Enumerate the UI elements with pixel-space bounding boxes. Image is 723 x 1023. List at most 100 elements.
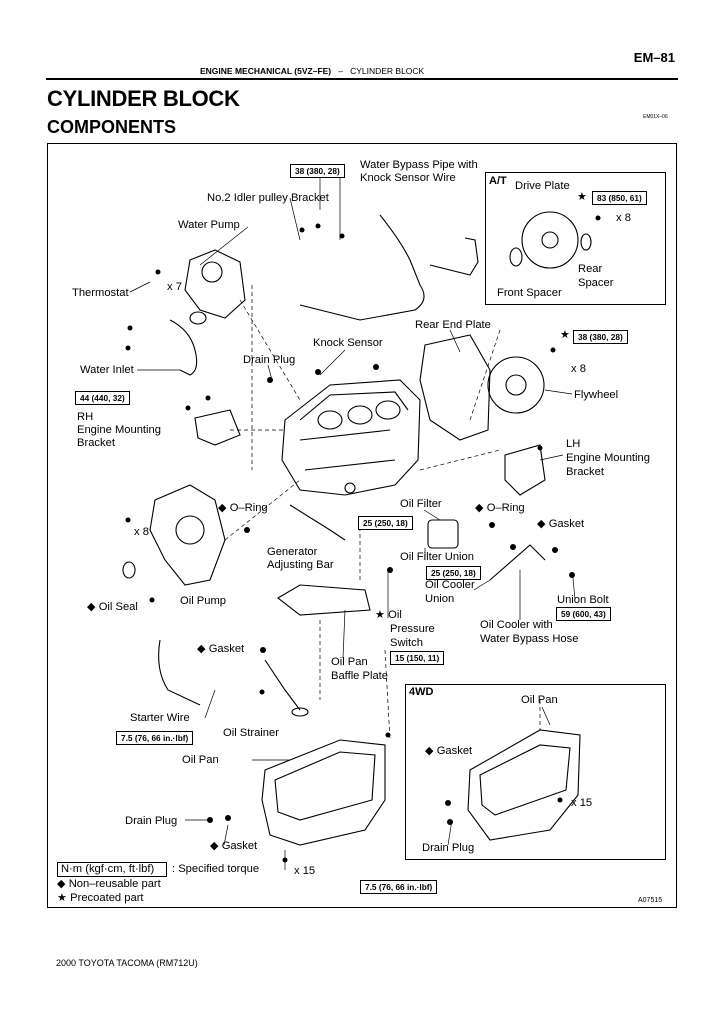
legend-precoated: ★ Precoated part [57,892,144,904]
header-rule [46,78,678,80]
label-oil-pressure-2: Pressure [390,623,435,635]
water-bypass-pipe-drawing [299,214,425,321]
legend-unit-desc: : Specified torque [172,863,260,875]
torque-union-bolt: 59 (600, 43) [556,607,611,621]
oil-seal-drawing [122,561,136,579]
oil-cooler-drawing [489,544,546,581]
lh-mount-drawing [504,444,546,496]
label-x15-bottom: x 15 [294,865,316,877]
assembly-lines [224,285,541,741]
label-water-bypass-pipe: Water Bypass Pipe with [360,159,478,171]
label-lh-mount-3: Bracket [566,466,604,478]
label-no2-idler-bracket: No.2 Idler pulley Bracket [207,192,329,204]
page-footer: 2000 TOYOTA TACOMA (RM712U) [56,958,198,968]
oil-pan-4wd-drawing [467,729,581,841]
legend-unit: N·m (kgf·cm, ft·lbf) [61,863,155,875]
torque-rh-mount: 44 (440, 32) [75,391,130,405]
section-separator: – [338,66,343,76]
page-subtitle: COMPONENTS [47,117,177,137]
oil-pan-drawing [261,739,386,846]
label-baffle-1: Oil Pan [331,656,368,668]
doc-code: EM01X–06 [643,114,668,120]
label-starter-wire: Starter Wire [130,712,190,724]
label-baffle-2: Baffle Plate [331,670,389,682]
thermostat-drawing [189,311,207,325]
label-oil-pan-4wd: Oil Pan [521,694,558,706]
oil-pump-drawing [149,484,226,586]
diagram-frame [47,143,677,908]
rear-end-plate-drawing [419,334,491,441]
label-x8-drive: x 8 [616,212,631,224]
star-flywheel: ★ [560,329,571,341]
label-union-bolt: Union Bolt [557,594,609,606]
label-oil-cooler-union-2: Union [425,593,455,605]
rh-mount-drawing [194,409,241,446]
label-gasket-bottom: ◆ Gasket [210,840,258,852]
at-title: A/T [489,175,507,187]
label-drain-plug-bottom: Drain Plug [125,815,178,827]
torque-oil-strainer: 7.5 (76, 66 in.·lbf) [116,731,194,745]
label-generator-bar-1: Generator [267,546,318,558]
label-x8-flywheel: x 8 [571,363,586,375]
label-oil-pressure-3: Switch [390,637,423,649]
label-oil-cooler-1: Oil Cooler with [480,619,553,631]
label-rh-mount-2: Engine Mounting [77,424,161,436]
torque-drive-plate: 83 (850, 61) [592,191,647,205]
legend-non-reusable: ◆ Non–reusable part [57,878,161,890]
label-water-inlet: Water Inlet [80,364,134,376]
label-oil-cooler-union-1: Oil Cooler [425,579,475,591]
torque-flywheel: 38 (380, 28) [573,330,628,344]
torque-oil-filter-union: 25 (250, 18) [426,566,481,580]
label-rh-mount-3: Bracket [77,437,115,449]
cylinder-block-drawing [281,379,421,496]
label-oil-pressure-1: ★ Oil [375,609,402,621]
label-x8-left: x 8 [134,526,149,538]
label-oil-filter-union: Oil Filter Union [400,551,474,563]
label-oil-pump: Oil Pump [180,595,227,607]
label-rear-end-plate: Rear End Plate [415,319,491,331]
starter-wire-drawing [158,639,201,706]
label-o-ring-left: ◆ O–Ring [218,502,268,514]
legend-unit-box [57,862,167,877]
label-oil-seal: ◆ Oil Seal [87,601,138,613]
oil-strainer-drawing [264,659,301,711]
page-title: CYLINDER BLOCK [47,86,240,111]
label-oil-pan-main: Oil Pan [182,754,219,766]
4wd-title: 4WD [409,686,434,698]
4wd-subframe [405,684,666,860]
label-o-ring-right: ◆ O–Ring [475,502,525,514]
label-generator-bar-2: Adjusting Bar [267,559,334,571]
section-name: ENGINE MECHANICAL (5VZ–FE) [200,66,332,76]
label-x7: x 7 [167,281,182,293]
baffle-plate-drawing [277,584,371,616]
label-oil-cooler-2: Water Bypass Hose [480,633,579,645]
label-rear-spacer-2: Spacer [578,277,614,289]
page-number: EM–81 [633,50,675,65]
label-water-bypass-pipe-2: Knock Sensor Wire [360,172,456,184]
label-gasket-left: ◆ Gasket [197,643,245,655]
torque-oil-pressure: 15 (150, 11) [390,651,445,665]
flywheel-drawing [487,356,545,414]
section-subname: CYLINDER BLOCK [350,66,425,76]
label-lh-mount-2: Engine Mounting [566,452,650,464]
torque-water-bypass: 38 (380, 28) [290,164,345,178]
label-drive-plate: Drive Plate [515,180,570,192]
figure-code: A07515 [638,897,663,904]
generator-bar-drawing [289,504,346,541]
label-drain-plug-top: Drain Plug [243,354,296,366]
drive-plate-drawing [521,211,579,269]
torque-oil-pan: 7.5 (76, 66 in.·lbf) [360,880,438,894]
label-lh-mount-1: LH [566,438,581,450]
label-x15-4wd: x 15 [571,797,593,809]
label-oil-strainer: Oil Strainer [223,727,279,739]
oil-filter-drawing [427,519,459,549]
label-gasket-4wd: ◆ Gasket [425,745,473,757]
label-oil-filter: Oil Filter [400,498,442,510]
torque-oil-filter: 25 (250, 18) [358,516,413,530]
water-inlet-drawing [169,319,198,376]
label-rear-spacer-1: Rear [578,263,603,275]
section-header: ENGINE MECHANICAL (5VZ–FE) – CYLINDER BL… [200,66,424,76]
label-water-pump: Water Pump [178,219,240,231]
label-drain-plug-4wd: Drain Plug [422,842,475,854]
